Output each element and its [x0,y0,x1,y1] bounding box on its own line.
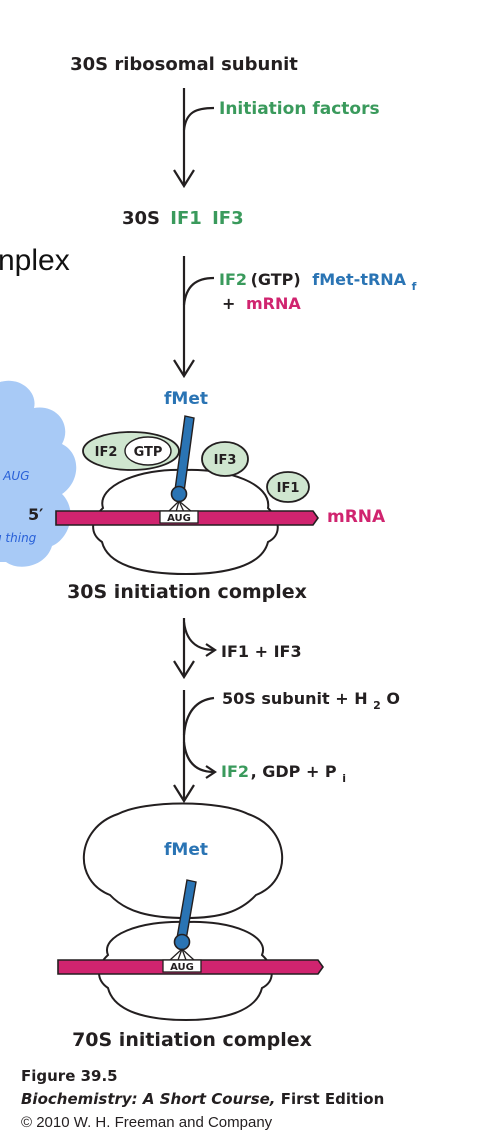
arrow-down-3 [173,618,217,680]
handwritten-note-aug: e AUG [0,469,30,483]
arrow-down-2 [173,256,215,379]
fmet-trna-70s [169,879,197,961]
copyright-line: © 2010 W. H. Freeman and Company [21,1114,273,1131]
if3-label-30s: IF3 [214,453,237,468]
50s-subunit-label: 50S subunit + H 2 O [222,689,400,713]
mrna-strand-70s: AUG [57,959,324,975]
complex-70s-title: 70S initiation complex [72,1029,312,1051]
mrna-label-30s: mRNA [327,507,386,527]
if1-factor: IF1 [266,471,310,503]
fmet-label-30s: fMet [164,389,208,409]
aug-codon-70s: AUG [170,962,194,973]
if1-label-30s: IF1 [277,481,300,496]
if2-gtp-complex: IF2 GTP [82,431,180,471]
gtp-label-30s: GTP [134,445,163,460]
arrow-down-4 [173,690,217,804]
if1-if3-release-label: IF1 + IF3 [221,642,302,661]
if2-label-30s: IF2 [95,445,118,460]
book-citation: Biochemistry: A Short Course, First Edit… [21,1090,384,1108]
complex-30s-title: 30S initiation complex [67,581,307,603]
arrow2-line2: + mRNA [222,294,301,313]
fmet-trna-30s [167,415,195,513]
initiation-factors-label: Initiation factors [219,99,380,119]
fmet-label-70s: fMet [164,840,208,860]
products-label: IF2 , GDP + P i [221,762,346,785]
if3-factor: IF3 [201,441,249,477]
mrna-strand-30s: AUG [55,510,319,526]
start-label-30s-subunit: 30S ribosomal subunit [70,54,298,75]
stage2-label: 30S IF1 IF3 [122,208,244,229]
arrow-down-1 [173,88,215,189]
cropped-slide-text: nplex [0,244,70,277]
arrow2-line1: IF2 (GTP) fMet-tRNA f [219,270,417,293]
five-prime-label: 5′ [28,505,43,524]
figure-number: Figure 39.5 [21,1067,118,1085]
handwritten-note-thing: g thing [0,531,37,545]
aug-codon-30s: AUG [167,513,191,524]
